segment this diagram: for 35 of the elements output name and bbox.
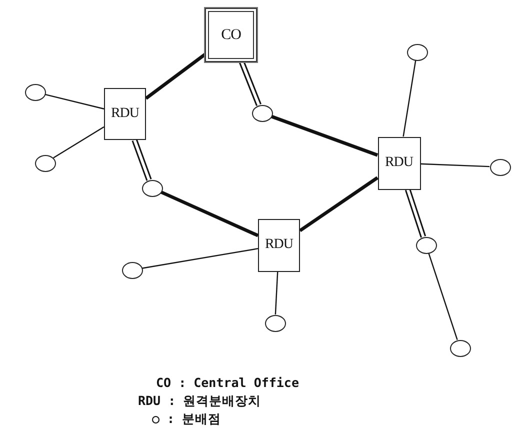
node-label: RDU xyxy=(110,106,140,122)
cable-line xyxy=(402,60,416,137)
cable-line xyxy=(271,114,378,157)
distribution-point-circle xyxy=(416,236,436,254)
legend-text: CO : Central Office xyxy=(156,375,299,390)
cable-line xyxy=(144,53,206,100)
node-label: CO xyxy=(221,26,241,44)
distribution-point-circle xyxy=(264,314,286,332)
remote-unit-box xyxy=(104,88,146,140)
distribution-point-circle xyxy=(142,180,162,196)
node-label: RDU xyxy=(264,237,294,253)
double-cable-line xyxy=(239,60,262,106)
remote-unit-box xyxy=(378,136,420,190)
cable-line xyxy=(44,94,104,110)
cable-line xyxy=(142,248,258,269)
cable-line xyxy=(160,190,259,238)
double-cable-line xyxy=(404,188,426,238)
distribution-point-circle xyxy=(122,262,142,278)
cable-line xyxy=(274,271,278,315)
cable-line xyxy=(53,126,104,158)
legend-text: ○ : 분배점 xyxy=(152,411,222,428)
distribution-point-circle xyxy=(34,154,56,172)
distribution-point-circle xyxy=(406,44,428,60)
node-label: RDU xyxy=(384,155,414,171)
distribution-point-circle xyxy=(450,340,470,356)
distribution-point-circle xyxy=(490,158,510,176)
cable-line xyxy=(428,253,458,340)
central-office-box xyxy=(205,8,257,62)
distribution-point-circle xyxy=(252,104,272,122)
double-cable-line xyxy=(132,139,152,181)
remote-unit-box xyxy=(258,218,300,272)
distribution-point-circle xyxy=(24,84,46,100)
cable-line xyxy=(420,163,490,168)
legend-text: RDU : 원격분배장치 xyxy=(138,393,262,410)
cable-line xyxy=(299,176,378,232)
